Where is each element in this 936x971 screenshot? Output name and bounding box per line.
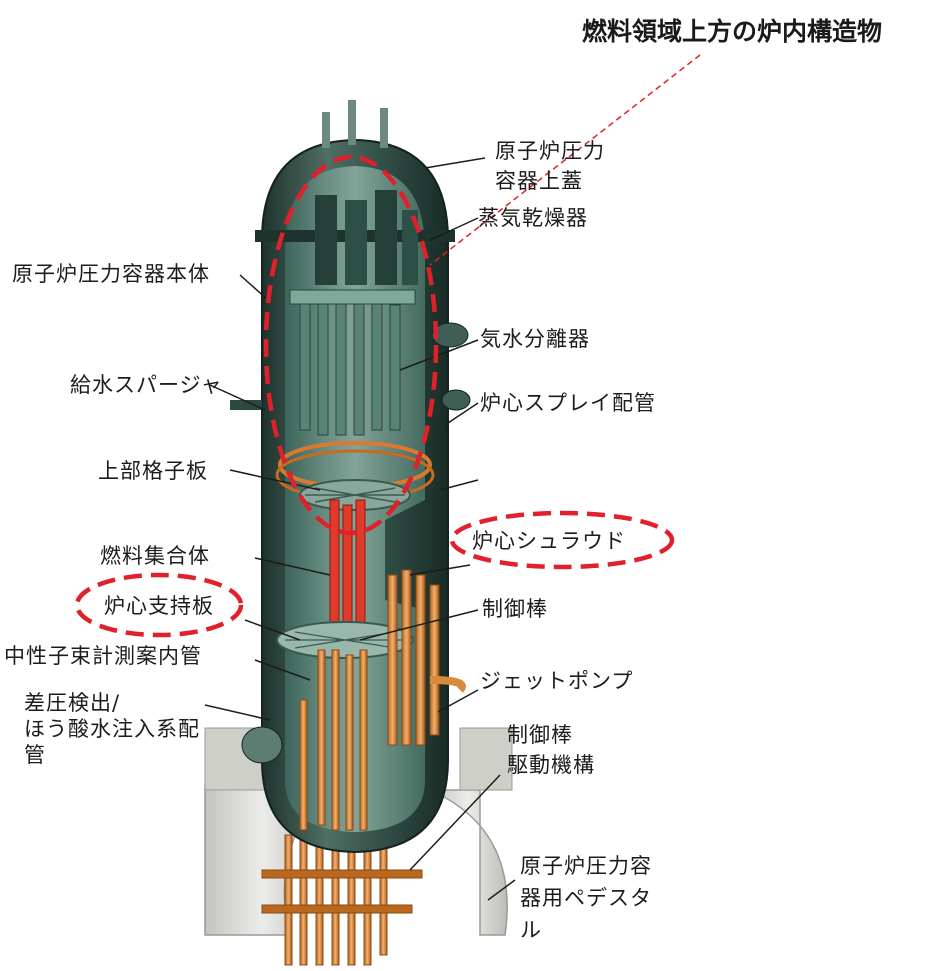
highlight-annotations: [74, 154, 675, 638]
label-pedestal-1: 原子炉圧力容: [520, 854, 652, 878]
label-top-guide: 上部格子板: [98, 459, 208, 483]
core-support-plate: [276, 621, 414, 659]
jet-pumps: [387, 569, 466, 746]
steam-dryer: [315, 190, 418, 285]
label-upper-head-1: 原子炉圧力: [495, 139, 605, 163]
steam-separators: [289, 289, 416, 436]
top-guide: [299, 479, 411, 511]
label-pedestal-2: 器用ペデスタ: [520, 886, 652, 910]
label-fuel-assembly: 燃料集合体: [100, 544, 210, 568]
label-dp-line-1: 差圧検出/: [24, 691, 121, 715]
highlight-ellipse-core-plate: [74, 572, 244, 638]
label-incore-tube: 中性子束計測案内管: [4, 644, 202, 668]
highlight-pointer-line: [429, 54, 701, 266]
label-steam-separator: 気水分離器: [480, 327, 590, 351]
label-jet-pump: ジェットポンプ: [480, 669, 634, 693]
label-pedestal-3: ル: [520, 918, 542, 942]
label-core-shroud: 炉心シュラウド: [472, 529, 626, 553]
label-dp-line-3: 管: [24, 743, 46, 767]
label-upper-head-2: 容器上蓋: [495, 169, 583, 193]
leader-lines: [204, 157, 516, 901]
label-steam-dryer: 蒸気乾燥器: [478, 206, 588, 230]
label-control-rod: 制御棒: [482, 597, 548, 621]
label-dp-line-2: ほう酸水注入系配: [24, 717, 200, 741]
label-crd-1: 制御棒: [507, 723, 573, 747]
lower-rods: [299, 649, 368, 831]
label-feedwater-sparger: 給水スパージャ: [70, 373, 223, 397]
crd-housings: [261, 834, 423, 966]
label-core-spray: 炉心スプレイ配管: [480, 391, 656, 415]
highlight-title: 燃料領域上方の炉内構造物: [582, 17, 883, 46]
highlight-ellipse-upper-internals: [263, 154, 439, 536]
label-crd-2: 駆動機構: [507, 753, 595, 777]
highlight-ellipse-core-shroud: [449, 510, 675, 570]
label-core-plate: 炉心支持板: [104, 594, 214, 618]
label-vessel-body: 原子炉圧力容器本体: [12, 262, 210, 286]
